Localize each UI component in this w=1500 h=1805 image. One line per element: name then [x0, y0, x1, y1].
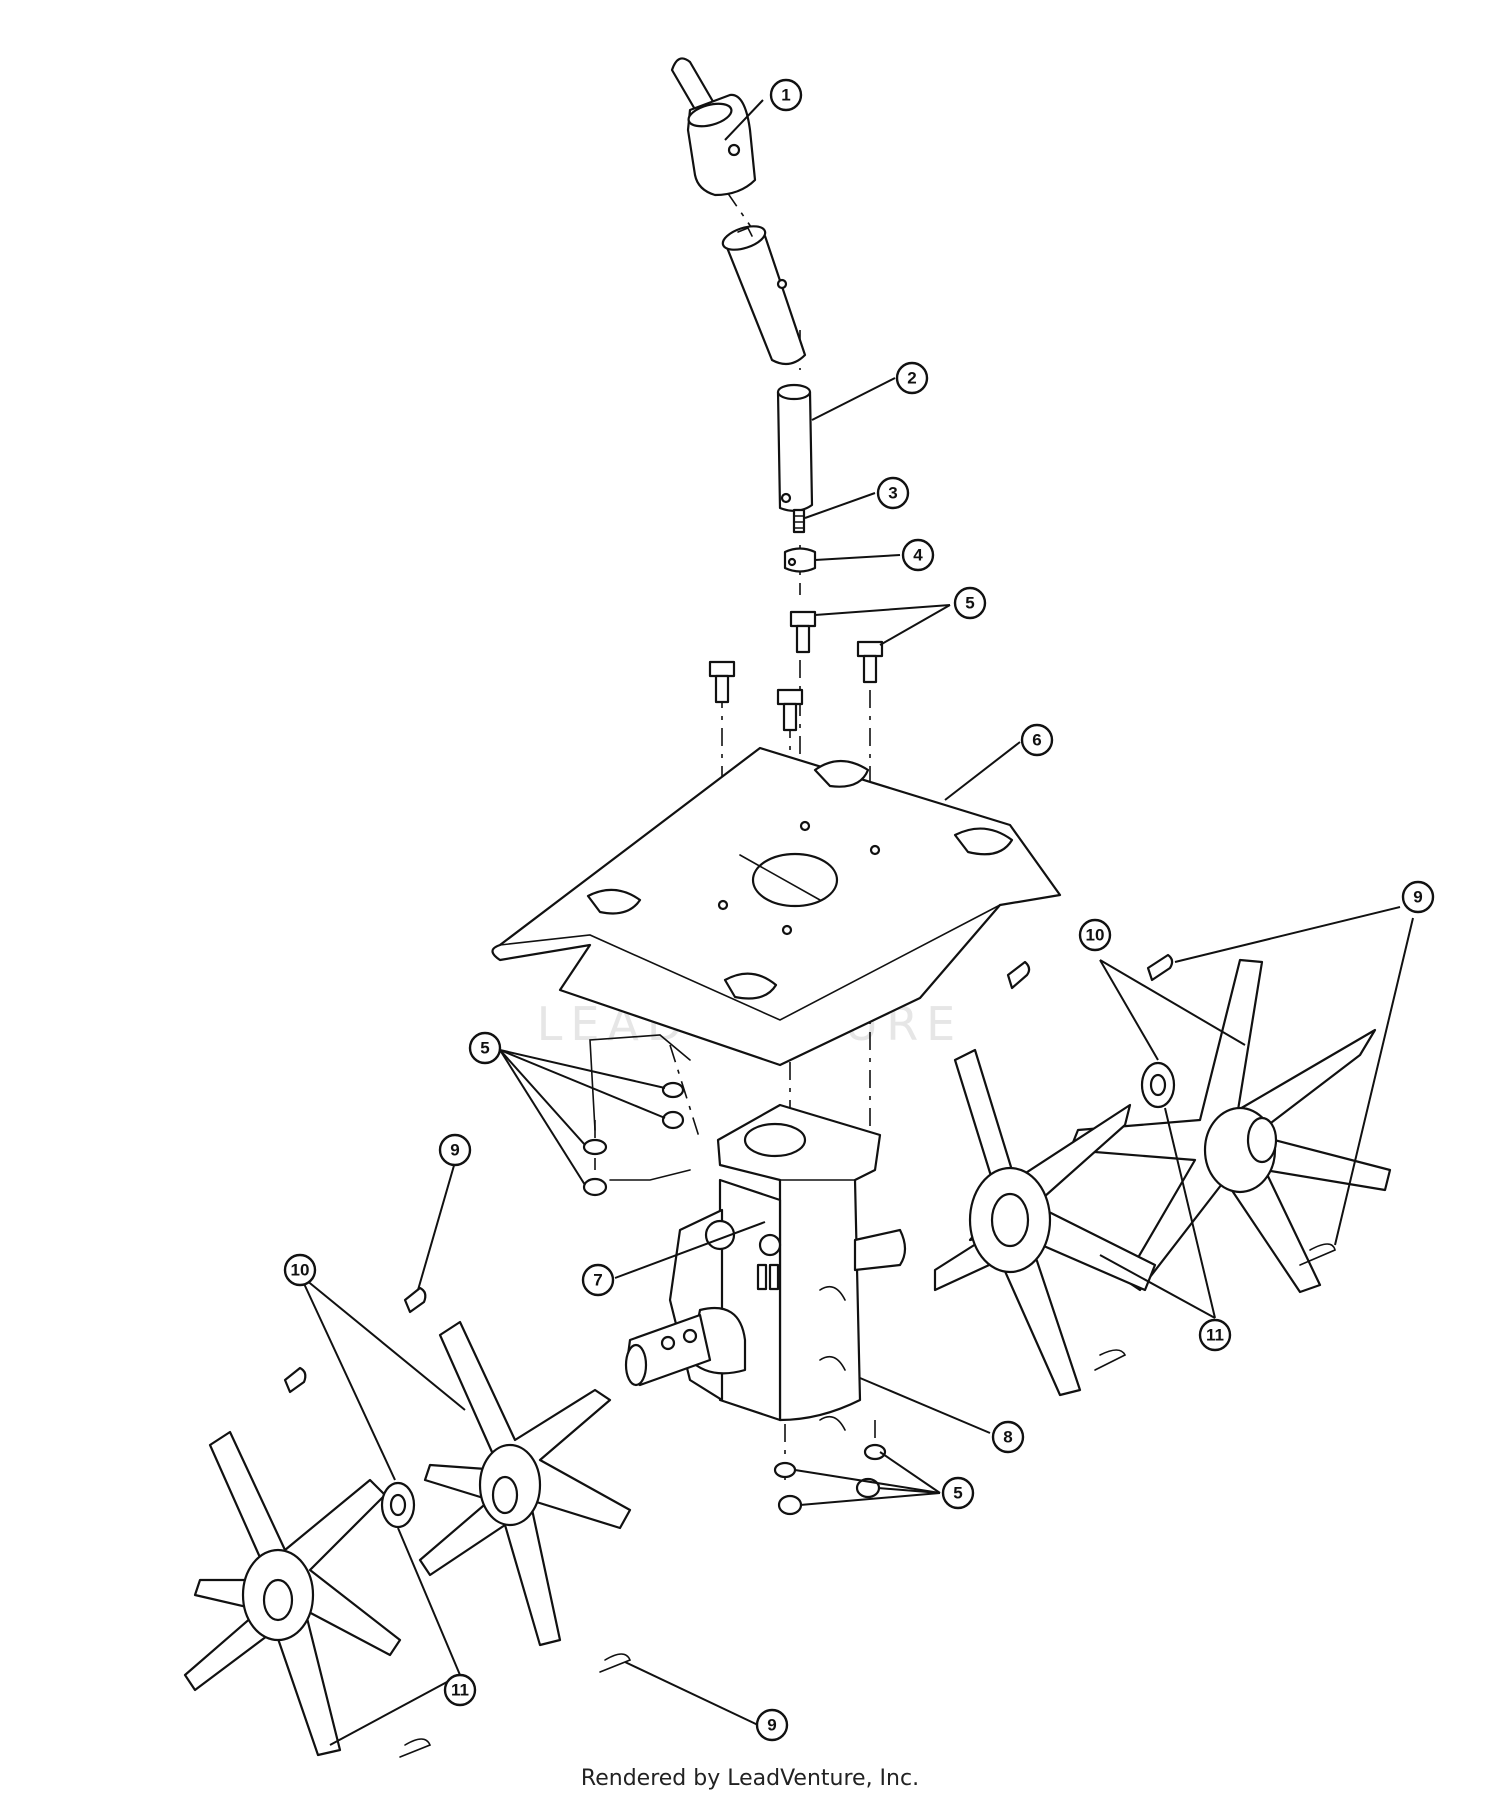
- callout-5-bottom: 5: [941, 1476, 975, 1510]
- clamp: [783, 547, 817, 573]
- callout-4: 4: [901, 538, 935, 572]
- callout-5-top: 5: [953, 586, 987, 620]
- lower-tube: [776, 383, 814, 512]
- callout-9-left: 9: [438, 1133, 472, 1167]
- tine-right-lower: [933, 1048, 1157, 1397]
- washers-nuts-bottom: [773, 1443, 887, 1516]
- upper-tube: [721, 225, 807, 366]
- callout-8: 8: [991, 1420, 1025, 1454]
- svg-text:11: 11: [1206, 1326, 1224, 1345]
- svg-text:9: 9: [450, 1141, 459, 1160]
- callout-3: 3: [876, 476, 910, 510]
- svg-text:5: 5: [480, 1039, 489, 1058]
- callout-7: 7: [581, 1263, 615, 1297]
- svg-text:3: 3: [888, 484, 897, 503]
- gearbox: [624, 1103, 907, 1431]
- callout-9-bottom: 9: [755, 1708, 789, 1742]
- svg-text:5: 5: [953, 1484, 962, 1503]
- threaded-end: [792, 508, 806, 534]
- svg-text:7: 7: [593, 1271, 602, 1290]
- svg-text:2: 2: [907, 369, 916, 388]
- bolts: [708, 610, 884, 732]
- svg-text:10: 10: [291, 1261, 310, 1280]
- tine-right-upper: [1068, 958, 1392, 1294]
- svg-text:1: 1: [781, 86, 790, 105]
- pins: [283, 953, 1336, 1758]
- svg-text:8: 8: [1003, 1428, 1012, 1447]
- shield-plate: [491, 746, 1062, 1067]
- callout-2: 2: [895, 361, 929, 395]
- handle-clevis: [670, 57, 757, 197]
- leader-lines: [299, 99, 1414, 1746]
- footer-credit: Rendered by LeadVenture, Inc.: [580, 1766, 920, 1791]
- svg-text:5: 5: [965, 594, 974, 613]
- callout-9-right: 9: [1401, 880, 1435, 914]
- svg-text:6: 6: [1032, 731, 1041, 750]
- callout-1: 1: [769, 78, 803, 112]
- svg-text:10: 10: [1086, 926, 1105, 945]
- tine-left-upper: [418, 1320, 632, 1647]
- callout-10-right: 10: [1078, 918, 1112, 952]
- tine-left-lower: [183, 1430, 402, 1757]
- callout-6: 6: [1020, 723, 1054, 757]
- callout-5-left: 5: [468, 1031, 502, 1065]
- callout-10-left: 10: [283, 1253, 317, 1287]
- callout-11-left: 11: [443, 1673, 477, 1707]
- svg-text:4: 4: [913, 546, 923, 565]
- washers-nuts-left: [582, 1034, 691, 1197]
- svg-text:9: 9: [1413, 888, 1422, 907]
- spacer-washers: [380, 1061, 1176, 1529]
- callout-11-right: 11: [1198, 1318, 1232, 1352]
- svg-text:9: 9: [767, 1716, 776, 1735]
- svg-text:11: 11: [451, 1681, 469, 1700]
